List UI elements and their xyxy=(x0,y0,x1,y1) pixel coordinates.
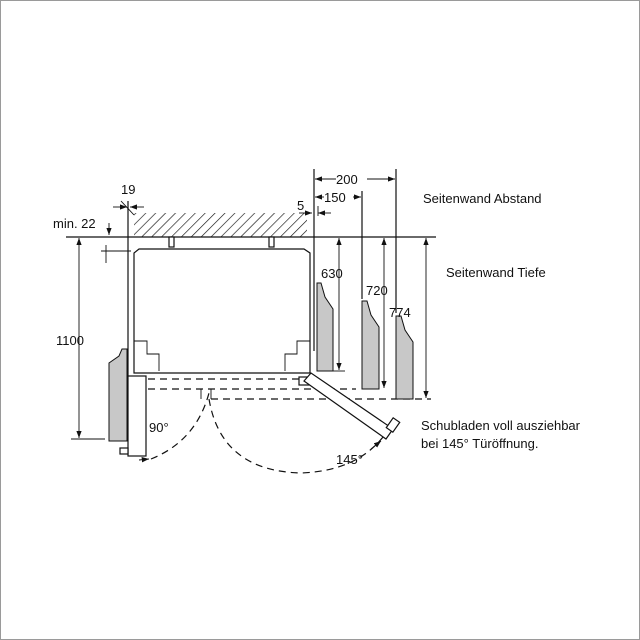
note-line-2: bei 145° Türöffnung. xyxy=(421,436,538,451)
dim-min-top: min. 22 xyxy=(53,216,96,231)
label-side-wall-distance: Seitenwand Abstand xyxy=(423,191,542,206)
appliance-body xyxy=(133,236,311,386)
dim-side-150: 150 xyxy=(324,190,346,205)
dim-gap-right: 5 xyxy=(297,198,304,213)
side-panel-630 xyxy=(316,282,334,372)
angle-90: 90° xyxy=(149,420,169,435)
right-door-open xyxy=(303,372,401,440)
side-panel-720 xyxy=(361,300,380,390)
label-side-wall-depth: Seitenwand Tiefe xyxy=(446,265,546,280)
dim-side-200: 200 xyxy=(336,172,358,187)
dim-depth-total: 1100 xyxy=(56,333,84,348)
note-line-1: Schubladen voll ausziehbar xyxy=(421,418,581,433)
angle-145: 145° xyxy=(336,452,363,467)
dim-depth-774: 774 xyxy=(389,305,411,320)
wall-hatch xyxy=(134,213,307,237)
side-panel-774 xyxy=(395,315,414,400)
dim-depth-630: 630 xyxy=(321,266,343,281)
side-panel-left xyxy=(108,348,128,442)
dim-depth-720: 720 xyxy=(366,283,388,298)
left-door-open xyxy=(119,375,147,457)
dim-gap-left: 19 xyxy=(121,182,135,197)
swing-arc-145 xyxy=(208,398,384,474)
dimension-lines xyxy=(71,176,429,463)
